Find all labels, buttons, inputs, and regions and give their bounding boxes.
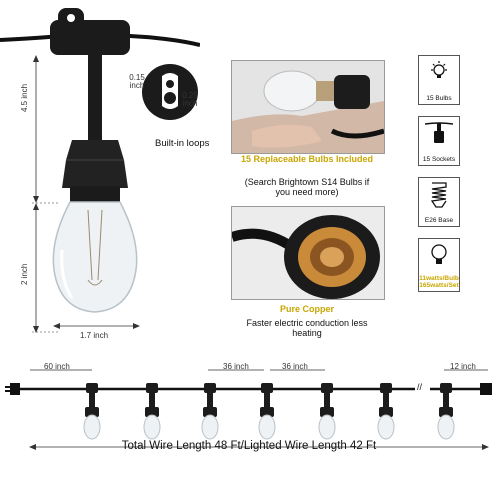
spec-sockets: 15 Sockets (418, 116, 460, 166)
spec-wattage-label: 11watts/Bulb 165watts/Set (419, 275, 459, 289)
wire-break-mark: // (417, 382, 423, 392)
e26-base-icon (430, 182, 447, 208)
spec-e26-label: E26 Base (424, 217, 454, 224)
socket-icon (425, 122, 453, 143)
hole-height-label: 0.25 inch (182, 91, 198, 108)
spec-wattage: 11watts/Bulb 165watts/Set (418, 238, 460, 292)
loop-detail (142, 64, 198, 120)
socket-illustration (0, 8, 200, 333)
spacing-a-label: 36 inch (223, 362, 249, 371)
spacing-b-label: 36 inch (282, 362, 308, 371)
total-length-label: Total Wire Length 48 Ft/Lighted Wire Len… (121, 440, 377, 452)
copper-title: Pure Copper (279, 304, 334, 314)
loops-label: Built-in loops (155, 138, 210, 149)
wattage-bulb-icon (431, 244, 447, 264)
bulb-height-label: 2 inch (20, 263, 29, 285)
spec-bulbs-label: 15 Bulbs (426, 95, 452, 102)
bulb-width-label: 1.7 inch (80, 331, 109, 340)
spec-sockets-label: 15 Sockets (422, 156, 456, 163)
bulbs-title: 15 Replaceable Bulbs Included (240, 154, 374, 164)
bulb-install-photo (231, 60, 385, 154)
spec-e26: E26 Base (418, 177, 460, 227)
spacing-first-label: 60 inch (44, 362, 70, 371)
bulbs-desc: (Search Brightown S14 Bulbs if you need … (244, 177, 370, 197)
string-lights-strip (5, 369, 492, 450)
spec-bulbs: 15 Bulbs (418, 55, 460, 105)
copper-desc: Faster electric conduction less heating (246, 318, 368, 338)
copper-socket-photo (231, 206, 385, 300)
bulb-icon (431, 61, 447, 78)
socket-height-label: 4.5 inch (20, 83, 29, 112)
spacing-end-label: 12 inch (450, 362, 476, 371)
hole-width-label: 0.15 inch (129, 73, 145, 90)
